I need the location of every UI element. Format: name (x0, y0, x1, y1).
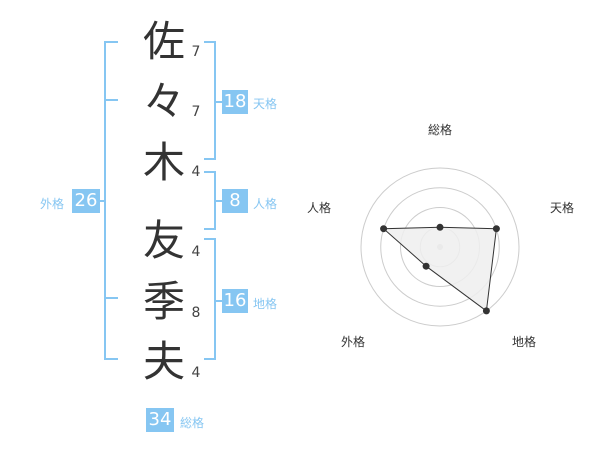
name-char-4: 友 (142, 216, 185, 265)
jinkaku-bracket-tick-bottom (204, 228, 216, 230)
tenkaku-bracket-tick-top (204, 41, 216, 43)
radar-point (492, 225, 500, 233)
radar-point (422, 262, 430, 270)
tenkaku-bracket-tick-bottom (204, 158, 216, 160)
jinkaku-label: 人格 (253, 197, 278, 211)
chikaku-bracket-tick-bottom (204, 358, 216, 360)
jinkaku-bracket-tick-top (204, 171, 216, 173)
jinkaku-bracket-connector (214, 200, 222, 202)
radar-points (380, 223, 500, 315)
radar-axis-labels: 総格 天格 地格 外格 人格 (307, 122, 574, 349)
name-char-3: 木 (142, 138, 185, 187)
axis-label-soukaku: 総格 (428, 122, 452, 137)
gaikaku-bracket-connector (98, 200, 106, 202)
gaikaku-bracket-tick (104, 99, 118, 101)
chikaku-label: 地格 (253, 297, 278, 311)
stroke-count-2: 7 (191, 104, 201, 120)
jinkaku-badge: 8 (222, 189, 248, 213)
gaikaku-badge: 26 (72, 189, 100, 213)
axis-label-chikaku: 地格 (512, 334, 536, 349)
radar-point (436, 223, 444, 231)
gaikaku-label: 外格 (40, 197, 65, 211)
chikaku-badge: 16 (222, 289, 248, 313)
stroke-count-3: 4 (191, 164, 201, 180)
radar-grid-ring (380, 187, 500, 307)
stroke-count-1: 7 (191, 44, 201, 60)
chikaku-bracket-vertical (214, 238, 216, 360)
axis-label-gaikaku: 外格 (341, 334, 365, 349)
name-char-6: 夫 (142, 337, 185, 386)
fortune-radar-chart: 総格 天格 地格 外格 人格 (307, 122, 574, 349)
radar-area (382, 226, 497, 312)
tenkaku-bracket-connector (214, 101, 222, 103)
name-char-1: 佐 (142, 17, 185, 66)
radar-grid-ring (360, 167, 520, 327)
axis-label-tenkaku: 天格 (550, 200, 574, 215)
name-char-2: 々 (142, 77, 185, 126)
soukaku-badge: 34 (146, 408, 174, 432)
radar-point (380, 225, 388, 233)
gaikaku-bracket-tick-bottom (104, 358, 118, 360)
gaikaku-bracket-tick-top (104, 41, 118, 43)
name-char-5: 季 (142, 277, 185, 326)
stroke-count-6: 4 (191, 365, 201, 381)
chikaku-bracket-tick-top (204, 238, 216, 240)
stroke-count-5: 8 (191, 305, 201, 321)
tenkaku-label: 天格 (253, 97, 278, 111)
stroke-count-4: 4 (191, 244, 201, 260)
tenkaku-bracket-vertical (214, 41, 216, 160)
axis-label-jinkaku: 人格 (307, 200, 331, 215)
gaikaku-bracket-tick (104, 297, 118, 299)
tenkaku-badge: 18 (222, 90, 248, 114)
radar-point (482, 307, 490, 315)
soukaku-label: 総格 (180, 416, 205, 430)
chikaku-bracket-connector (214, 300, 222, 302)
